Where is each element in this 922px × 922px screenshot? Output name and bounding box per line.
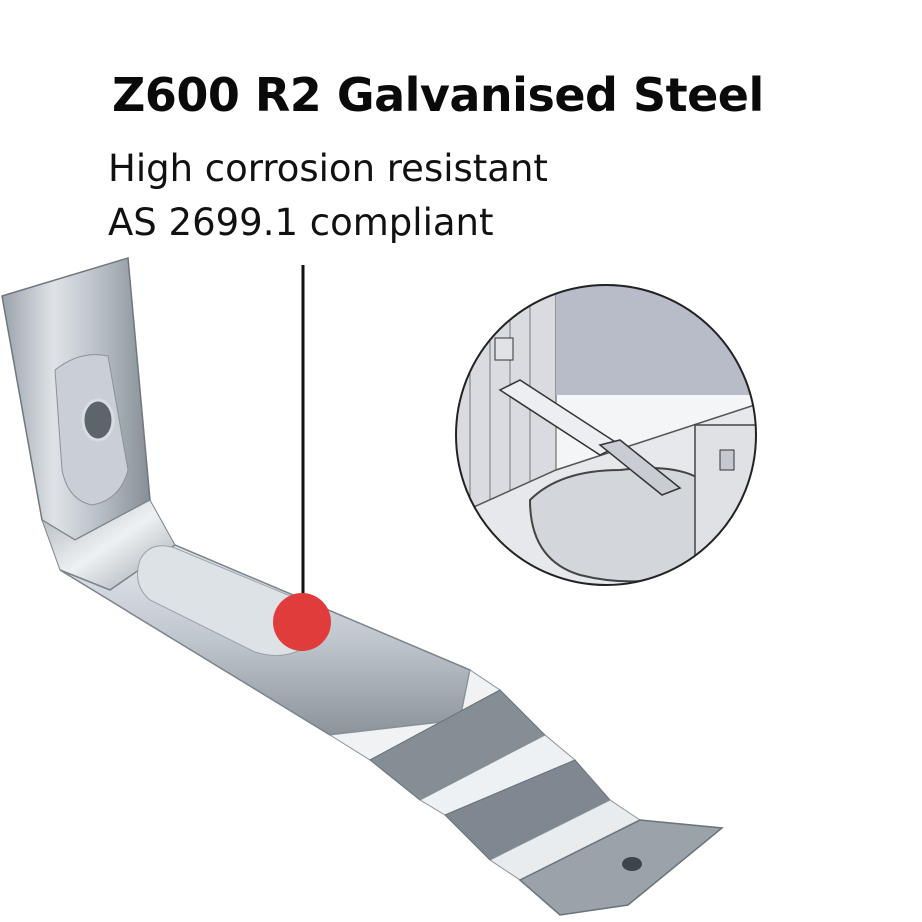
product-title: Z600 R2 Galvanised Steel [112,68,764,122]
feature-compliance: AS 2699.1 compliant [108,201,494,244]
bracket-photo [1,257,724,916]
installation-inset [455,284,757,586]
feature-corrosion: High corrosion resistant [108,147,548,190]
highlight-marker [273,593,331,651]
